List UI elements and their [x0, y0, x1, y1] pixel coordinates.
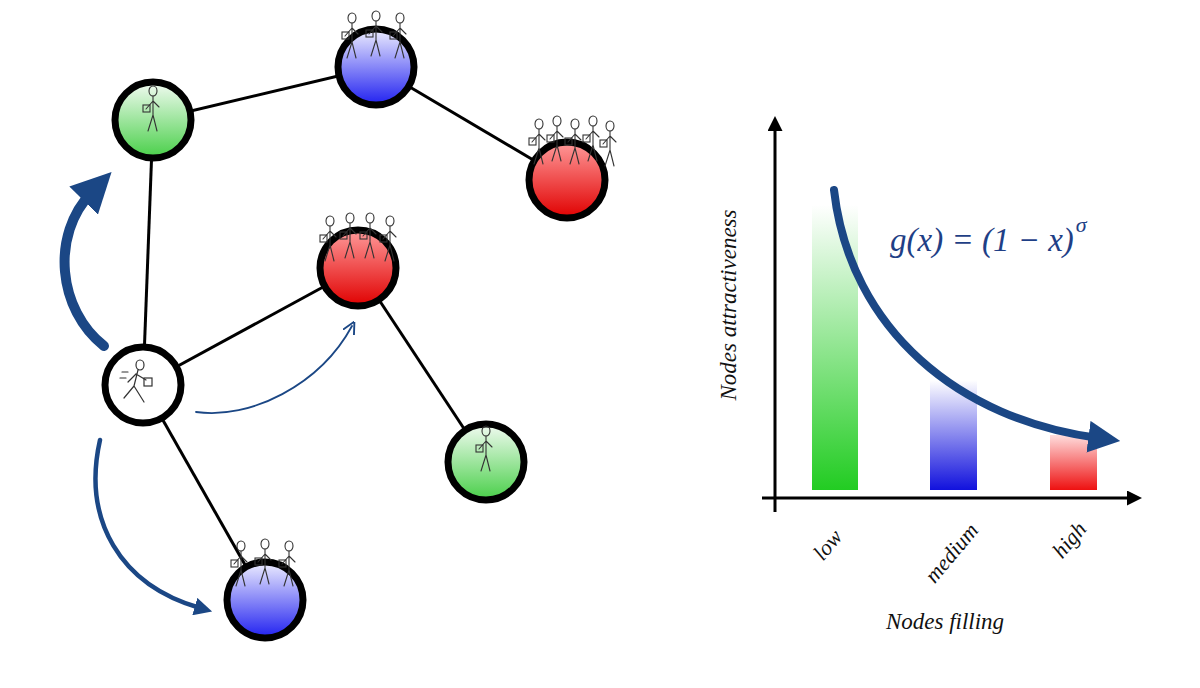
move-arrows: [65, 192, 352, 608]
walker-figures: [120, 11, 616, 586]
formula-exponent: σ: [1076, 212, 1087, 238]
network-circles: [105, 29, 605, 638]
network-links: [143, 67, 567, 600]
attractiveness-chart: [762, 128, 1130, 512]
axis-title: Nodes attractiveness: [715, 210, 741, 401]
formula-text: g(x) = (1 − x): [890, 222, 1074, 259]
category-label: medium: [920, 518, 985, 588]
category-label: low: [808, 524, 848, 565]
category-label: high: [1047, 517, 1092, 564]
axis-title: Nodes filling: [886, 609, 1004, 635]
